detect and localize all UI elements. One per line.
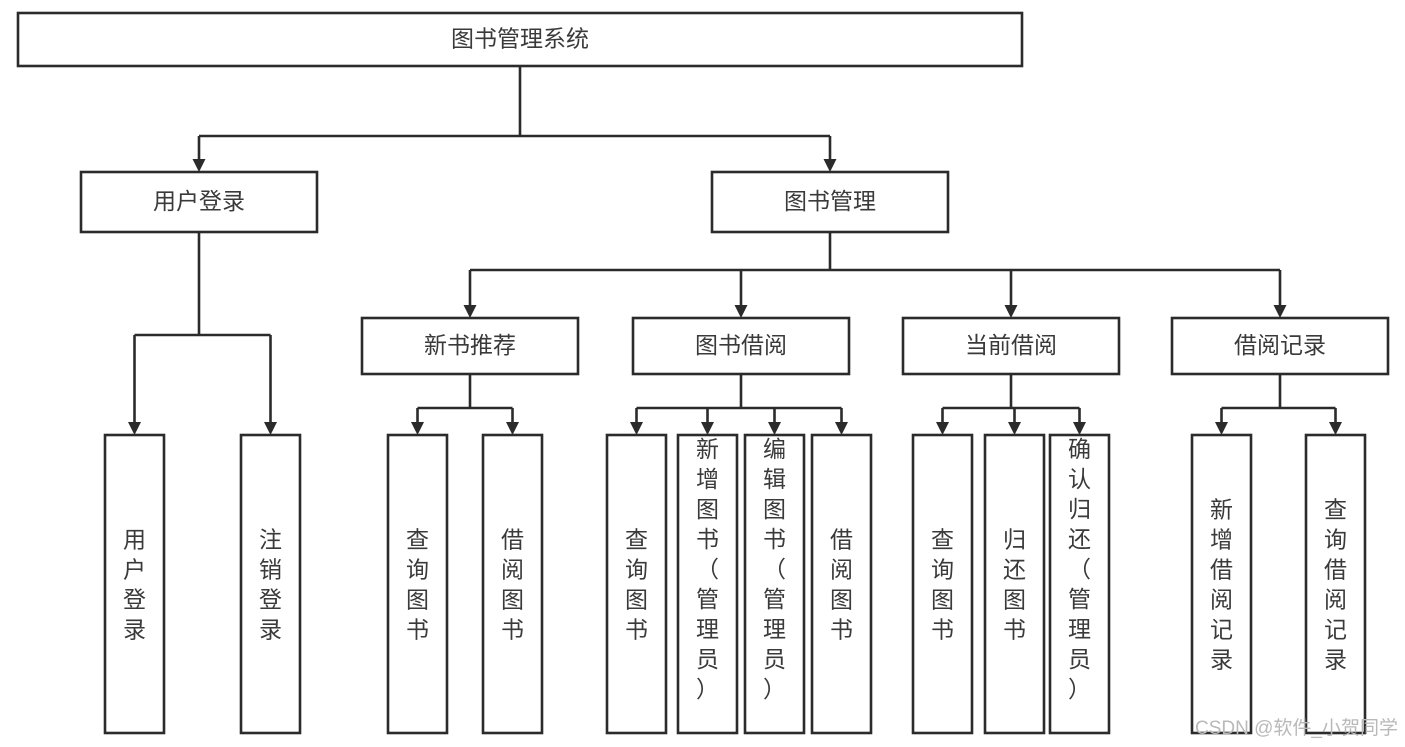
node-leaf-query-book-current-label: 查询图书 <box>931 526 954 642</box>
root-to-l1-1-head <box>823 159 837 172</box>
csdn-watermark: CSDN @软件_小贺同学 <box>1195 717 1398 739</box>
node-leaf-query-borrow-record-rect <box>1304 433 1367 735</box>
node-leaf-borrow-book-recommend-rect <box>481 433 544 735</box>
root-to-l1-0-head <box>192 159 206 172</box>
book-manage-to-l2-0-head <box>463 305 477 318</box>
node-user-login-label: 用户登录 <box>153 188 245 214</box>
node-leaf-add-book-admin-label: 新增图书（管理员） <box>696 436 719 702</box>
node-leaf-return-book[interactable]: 归还图书 <box>983 433 1046 735</box>
book-borrow-to-leaf-3-head <box>835 422 848 435</box>
node-borrow-record[interactable]: 借阅记录 <box>1170 316 1390 376</box>
node-new-book-recommend-rect <box>360 316 580 376</box>
node-leaf-add-borrow-record-label: 新增借阅记录 <box>1210 496 1233 672</box>
node-leaf-edit-book-admin[interactable]: 编辑图书（管理员） <box>743 433 806 735</box>
node-leaf-borrow-book-rect <box>810 433 873 735</box>
node-root-label: 图书管理系统 <box>451 26 589 52</box>
new-book-recommend-to-leaf-1-head <box>506 422 519 435</box>
user-login-to-leaf-0-head <box>128 422 141 435</box>
node-leaf-add-book-admin[interactable]: 新增图书（管理员） <box>676 433 739 735</box>
node-leaf-query-book-recommend-rect <box>386 433 449 735</box>
node-book-manage-label: 图书管理 <box>784 188 876 214</box>
borrow-record-to-leaf-1-head <box>1329 422 1342 435</box>
borrow-record-to-leaf-0-head <box>1215 422 1228 435</box>
node-leaf-add-book-admin-rect <box>676 433 739 735</box>
node-current-borrow-rect <box>901 316 1121 376</box>
current-borrow-to-leaf-1-head <box>1008 422 1021 435</box>
node-leaf-confirm-return-admin-label: 确认归还（管理员） <box>1068 436 1091 702</box>
book-borrow-to-leaf-0-head <box>630 422 643 435</box>
node-leaf-edit-book-admin-label: 编辑图书（管理员） <box>763 436 786 702</box>
node-leaf-add-borrow-record-rect <box>1190 433 1253 735</box>
node-leaf-confirm-return-admin-rect <box>1048 433 1111 735</box>
node-leaf-borrow-book-label: 借阅图书 <box>830 526 853 642</box>
node-leaf-logout-label: 注销登录 <box>259 526 282 642</box>
user-login-to-leaf-1-head <box>264 422 277 435</box>
node-borrow-record-rect <box>1170 316 1390 376</box>
node-leaf-return-book-label: 归还图书 <box>1003 526 1026 642</box>
current-borrow-to-leaf-0-head <box>936 422 949 435</box>
node-root[interactable]: 图书管理系统 <box>16 11 1024 68</box>
node-book-borrow-label: 图书借阅 <box>695 332 787 358</box>
book-borrow-to-leaf-1-head <box>701 422 714 435</box>
node-new-book-recommend-label: 新书推荐 <box>424 332 516 358</box>
node-leaf-query-borrow-record-label: 查询借阅记录 <box>1324 496 1347 672</box>
node-user-login-rect <box>79 170 319 234</box>
node-leaf-logout-rect <box>239 433 302 735</box>
node-leaf-logout[interactable]: 注销登录 <box>239 433 302 735</box>
node-leaf-borrow-book-recommend[interactable]: 借阅图书 <box>481 433 544 735</box>
node-user-login[interactable]: 用户登录 <box>79 170 319 234</box>
connector-lines <box>128 66 1342 435</box>
node-leaf-query-book-borrow-rect <box>605 433 668 735</box>
node-leaf-query-borrow-record[interactable]: 查询借阅记录 <box>1304 433 1367 735</box>
node-new-book-recommend[interactable]: 新书推荐 <box>360 316 580 376</box>
node-current-borrow-label: 当前借阅 <box>965 332 1057 358</box>
current-borrow-to-leaf-2-head <box>1073 422 1086 435</box>
node-leaf-query-book-borrow-label: 查询图书 <box>625 526 648 642</box>
node-leaf-query-book-current[interactable]: 查询图书 <box>911 433 974 735</box>
book-manage-to-l2-1-head <box>734 305 748 318</box>
node-boxes: 图书管理系统用户登录图书管理新书推荐图书借阅当前借阅借阅记录用户登录注销登录查询… <box>16 11 1390 735</box>
node-book-manage[interactable]: 图书管理 <box>710 170 950 234</box>
node-leaf-return-book-rect <box>983 433 1046 735</box>
node-book-borrow-rect <box>631 316 851 376</box>
node-leaf-edit-book-admin-rect <box>743 433 806 735</box>
node-leaf-query-book-current-rect <box>911 433 974 735</box>
node-leaf-borrow-book[interactable]: 借阅图书 <box>810 433 873 735</box>
node-leaf-user-login-label: 用户登录 <box>123 526 146 642</box>
node-leaf-query-book-borrow[interactable]: 查询图书 <box>605 433 668 735</box>
node-leaf-query-book-recommend-label: 查询图书 <box>406 526 429 642</box>
node-leaf-user-login[interactable]: 用户登录 <box>103 433 166 735</box>
node-leaf-user-login-rect <box>103 433 166 735</box>
book-borrow-to-leaf-2-head <box>768 422 781 435</box>
node-leaf-query-book-recommend[interactable]: 查询图书 <box>386 433 449 735</box>
new-book-recommend-to-leaf-0-head <box>411 422 424 435</box>
node-root-rect <box>16 11 1024 68</box>
book-manage-to-l2-2-head <box>1004 305 1018 318</box>
node-leaf-borrow-book-recommend-label: 借阅图书 <box>501 526 524 642</box>
book-manage-to-l2-3-head <box>1273 305 1287 318</box>
node-current-borrow[interactable]: 当前借阅 <box>901 316 1121 376</box>
node-borrow-record-label: 借阅记录 <box>1234 332 1326 358</box>
node-leaf-confirm-return-admin[interactable]: 确认归还（管理员） <box>1048 433 1111 735</box>
node-book-borrow[interactable]: 图书借阅 <box>631 316 851 376</box>
node-leaf-add-borrow-record[interactable]: 新增借阅记录 <box>1190 433 1253 735</box>
node-book-manage-rect <box>710 170 950 234</box>
